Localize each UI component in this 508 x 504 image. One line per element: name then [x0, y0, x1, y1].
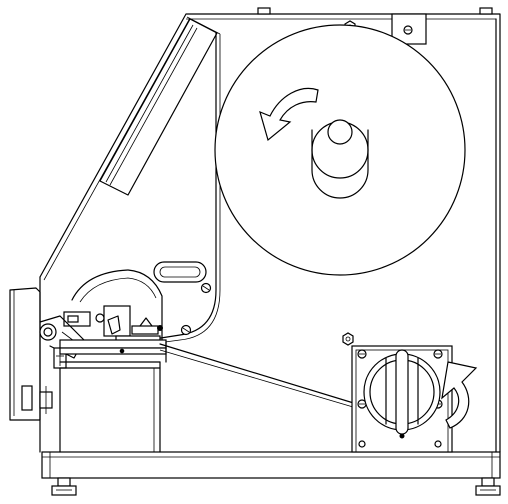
rewind-hex-nut-icon — [342, 332, 354, 346]
base-plate — [41, 451, 501, 479]
counterclockwise-arrow-icon — [259, 87, 319, 142]
guide-screw-2 — [180, 324, 192, 336]
left-foot — [51, 477, 77, 496]
rewind-spindle — [363, 349, 441, 435]
adjustment-slot — [153, 261, 207, 283]
front-cover — [99, 16, 221, 196]
media-guide-panel — [147, 32, 221, 345]
top-tabs — [257, 7, 493, 15]
tear-plate — [59, 339, 167, 355]
clockwise-arrow-icon — [441, 361, 478, 429]
media-web — [159, 343, 371, 413]
supply-roll — [214, 24, 466, 276]
top-bracket — [391, 13, 427, 45]
lower-frame — [59, 341, 167, 453]
guide-screw-1 — [200, 282, 212, 294]
print-head-assembly — [63, 269, 163, 353]
right-foot — [475, 477, 501, 496]
